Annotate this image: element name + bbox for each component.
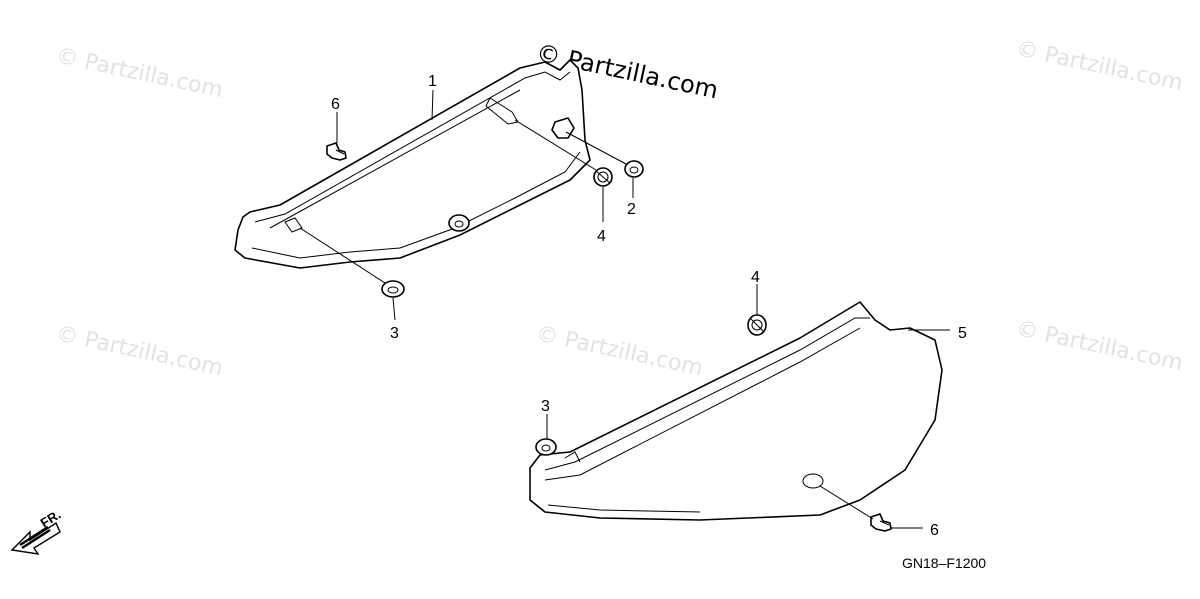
watermark-faint: © Partzilla.com [1014, 36, 1185, 96]
part-3-grommet-upper [381, 280, 405, 298]
part-6-bolt-upper [326, 142, 347, 161]
front-direction-arrow-icon [10, 521, 61, 555]
leader-lines [299, 89, 950, 529]
drawing-code: GN18–F1200 [902, 555, 986, 571]
callout-3: 3 [541, 398, 550, 415]
part-6-bolt-lower [870, 513, 892, 532]
part-1-side-cover-left [234, 59, 591, 269]
callout-6: 6 [930, 522, 939, 539]
part-3-grommet-lower [535, 438, 557, 456]
part-5-side-cover-right [529, 301, 943, 521]
front-direction-label: FR. [38, 507, 64, 531]
callout-3: 3 [390, 325, 399, 342]
callout-5: 5 [958, 325, 967, 342]
callout-4: 4 [597, 228, 606, 245]
watermark-faint: © Partzilla.com [534, 321, 705, 381]
callout-4: 4 [751, 269, 760, 286]
watermark-faint: © Partzilla.com [1014, 316, 1185, 376]
callout-labels: 1 2 3 3 4 4 5 6 6 [331, 73, 967, 539]
callout-6: 6 [331, 96, 340, 113]
callout-1: 1 [428, 73, 437, 90]
part-4-grommet-upper [593, 167, 613, 187]
watermark-faint: © Partzilla.com [54, 321, 225, 381]
callout-2: 2 [627, 201, 636, 218]
part-2-nut [624, 160, 644, 178]
part-4-grommet-lower [747, 314, 767, 336]
watermark-group: © Partzilla.com © Partzilla.com © Partzi… [54, 36, 1185, 381]
watermark-faint: © Partzilla.com [54, 43, 225, 103]
